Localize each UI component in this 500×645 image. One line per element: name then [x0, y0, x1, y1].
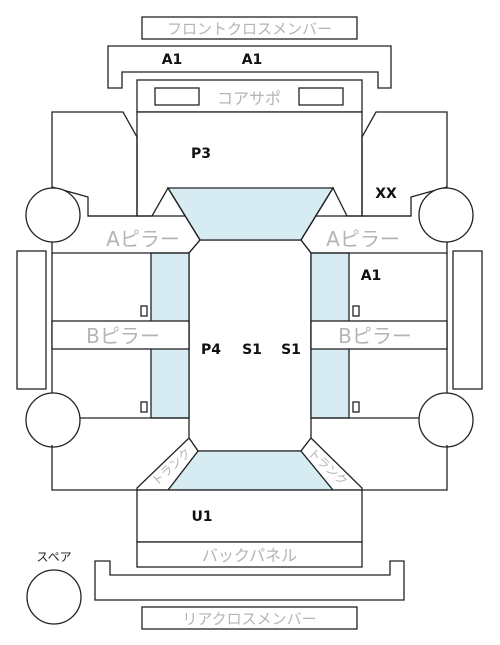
roof-code: P4: [201, 342, 221, 358]
wheel-rear-right[interactable]: [418, 392, 474, 448]
doors-right[interactable]: [310, 253, 448, 419]
front-cross-member[interactable]: フロントクロスメンバー: [141, 16, 358, 40]
front-bumper[interactable]: [107, 45, 392, 89]
spare-tire[interactable]: [26, 569, 82, 625]
doors-left[interactable]: [51, 253, 190, 419]
rear-door-right-handle[interactable]: [352, 401, 360, 413]
front-cross-code-1: A1: [162, 52, 183, 68]
back-panel[interactable]: [136, 541, 363, 568]
spare-label: スペア: [36, 550, 71, 564]
rear-cross-member[interactable]: リアクロスメンバー: [141, 606, 358, 630]
front-cross-member-label: フロントクロスメンバー: [167, 20, 332, 38]
b-pillar-left-label: Bピラー: [86, 324, 160, 348]
rear-bumper[interactable]: [94, 560, 405, 601]
wheel-rear-left[interactable]: [25, 392, 81, 448]
front-door-left-handle[interactable]: [140, 305, 148, 317]
a-pillar-right-label: Aピラー: [326, 227, 400, 251]
a-pillar-right[interactable]: [300, 186, 448, 254]
side-sill-left[interactable]: [16, 250, 47, 390]
right-front-fender-code: XX: [375, 186, 397, 202]
trunk[interactable]: [136, 489, 363, 543]
wheel-front-right[interactable]: [418, 187, 474, 243]
core-support[interactable]: コアサポ: [136, 79, 363, 113]
front-door-right-handle[interactable]: [352, 305, 360, 317]
rear-door-left-handle[interactable]: [140, 401, 148, 413]
a-pillar-left[interactable]: [51, 186, 201, 254]
b-pillar-right-label: Bピラー: [338, 324, 412, 348]
hood-code: P3: [191, 146, 211, 162]
core-support-label: コアサポ: [217, 89, 281, 108]
right-front-door-code: A1: [361, 268, 382, 284]
back-panel-label: バックパネル: [202, 546, 297, 565]
a-pillar-left-label: Aピラー: [106, 227, 180, 251]
front-cross-code-2: A1: [242, 52, 263, 68]
wheel-front-left[interactable]: [25, 187, 81, 243]
rear-cross-member-label: リアクロスメンバー: [182, 610, 316, 628]
roof-code-s1-right: S1: [281, 342, 301, 358]
side-sill-right[interactable]: [452, 250, 483, 390]
trunk-code: U1: [191, 509, 212, 525]
b-pillar-left[interactable]: [51, 320, 190, 350]
b-pillar-right[interactable]: [310, 320, 448, 350]
roof-code-s1-left: S1: [242, 342, 262, 358]
windshield[interactable]: [166, 187, 335, 241]
